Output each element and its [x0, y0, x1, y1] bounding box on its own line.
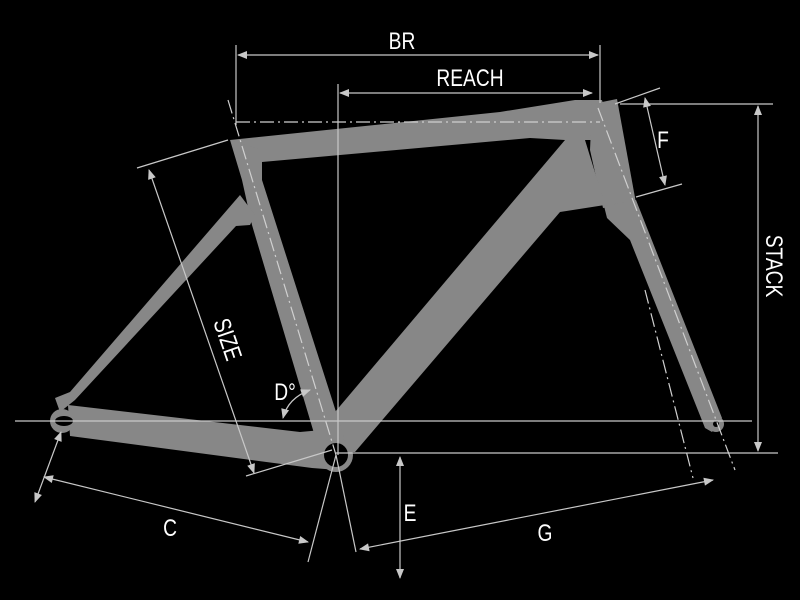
seat-stay: [55, 195, 255, 412]
reach-label: REACH: [436, 64, 503, 92]
e-label: E: [404, 499, 417, 527]
fork-offset-line: [644, 289, 694, 479]
g-dimension: G: [359, 477, 714, 552]
g-label: G: [538, 519, 553, 547]
top-tube: [230, 100, 612, 162]
fork: [604, 200, 722, 432]
stack-dimension: STACK: [620, 103, 788, 452]
d-angle-label: D°: [274, 378, 296, 406]
f-label: F: [657, 126, 669, 154]
head-tube: [590, 99, 636, 208]
c-label: C: [163, 514, 177, 542]
d-angle-dimension: D°: [274, 378, 311, 419]
down-tube: [320, 140, 605, 452]
steering-axis-line: [597, 107, 736, 471]
seat-tube: [230, 140, 345, 462]
f-dimension: F: [614, 87, 683, 198]
e-dimension: E: [396, 456, 417, 579]
br-label: BR: [389, 27, 416, 55]
reach-dimension: REACH: [337, 64, 593, 455]
bike-frame: [50, 99, 724, 472]
bottom-bracket-guide-line: [335, 454, 357, 553]
bottom-bracket-guide-line: [307, 454, 337, 563]
stack-label: STACK: [760, 235, 788, 298]
c-dimension: C: [34, 431, 309, 544]
reference-lines: [15, 99, 778, 563]
seat-tube-axis-line: [227, 99, 337, 456]
br-dimension: BR: [235, 27, 601, 125]
